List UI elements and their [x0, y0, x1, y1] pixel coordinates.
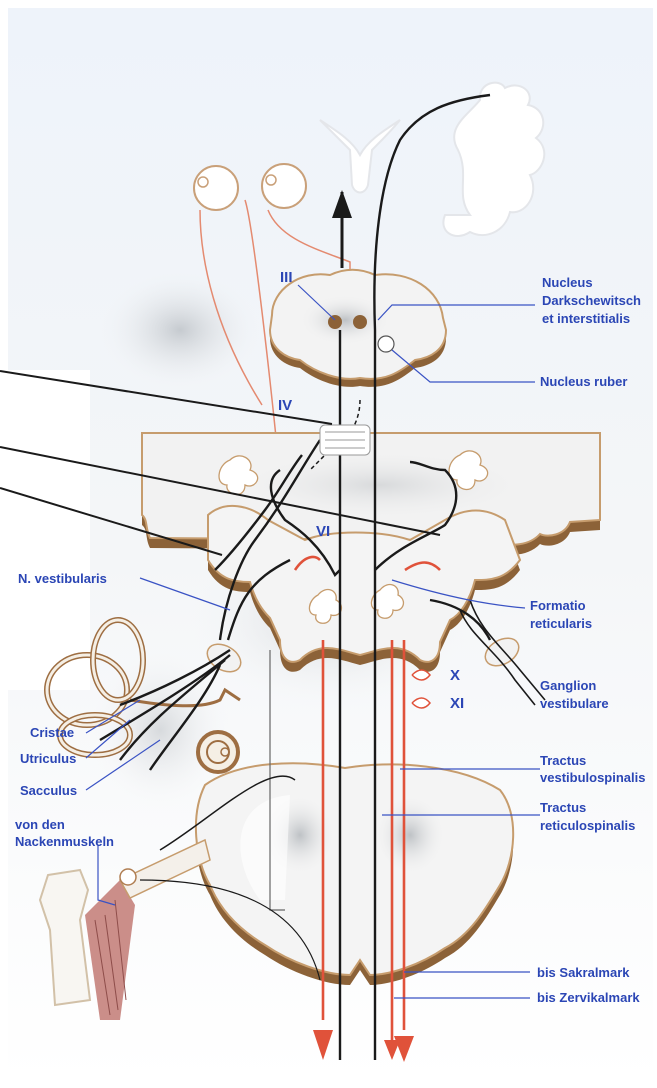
- label-tractus-vestibulo-1: Tractus: [540, 753, 586, 768]
- label-nucleus-darkschewitsch-3: et interstitialis: [542, 311, 630, 326]
- label-nucleus-darkschewitsch-2: Darkschewitsch: [542, 293, 641, 308]
- label-nucleus-ruber: Nucleus ruber: [540, 374, 627, 389]
- label-nerve-X: X: [450, 667, 460, 684]
- label-nerve-VI: VI: [316, 523, 330, 540]
- label-ganglion-1: Ganglion: [540, 678, 596, 693]
- eye-right-icon: [262, 164, 306, 208]
- eye-left-icon: [194, 166, 238, 210]
- label-nucleus-darkschewitsch-1: Nucleus: [542, 275, 593, 290]
- label-nerve-XI: XI: [450, 695, 464, 712]
- label-cristae: Cristae: [30, 725, 74, 740]
- label-formatio-2: reticularis: [530, 616, 592, 631]
- label-bis-sakralmark: bis Sakralmark: [537, 965, 630, 980]
- label-utriculus: Utriculus: [20, 751, 76, 766]
- label-tractus-reticulo-2: reticulospinalis: [540, 818, 635, 833]
- label-tractus-reticulo-1: Tractus: [540, 800, 586, 815]
- label-von-den-1: von den: [15, 817, 65, 832]
- label-nerve-III: III: [280, 269, 293, 286]
- label-n-vestibularis: N. vestibularis: [18, 571, 107, 586]
- label-bis-zervikalmark: bis Zervikalmark: [537, 990, 640, 1005]
- label-ganglion-2: vestibulare: [540, 696, 609, 711]
- label-tractus-vestibulo-2: vestibulospinalis: [540, 770, 645, 785]
- label-von-den-2: Nackenmuskeln: [15, 834, 114, 849]
- label-formatio-1: Formatio: [530, 598, 586, 613]
- background-left-gap: [0, 370, 90, 690]
- label-sacculus: Sacculus: [20, 783, 77, 798]
- label-nerve-IV: IV: [278, 397, 292, 414]
